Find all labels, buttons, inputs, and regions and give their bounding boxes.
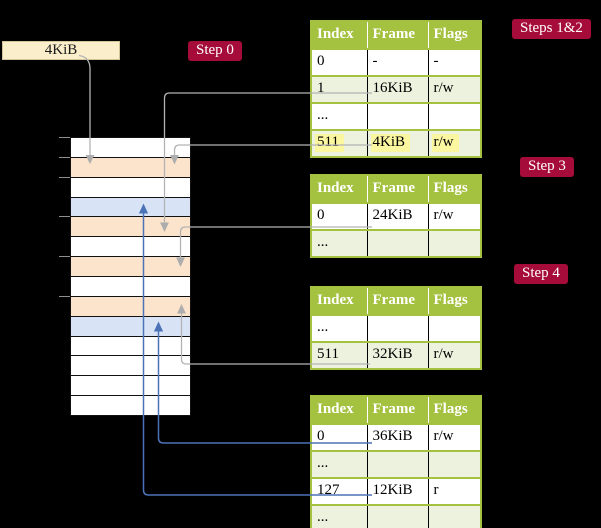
table-row: ... [311, 314, 481, 342]
column-header-index: Index [311, 287, 367, 315]
cell-frame [366, 450, 428, 478]
memory-frame-row [71, 197, 190, 218]
page-size-box: 4KiB [2, 41, 120, 60]
cell-flags: r [427, 477, 481, 505]
column-header-index: Index [311, 21, 367, 49]
memory-frame-row [71, 138, 190, 158]
page-table-step-3: Index Frame Flags 0 24KiB r/w ... [310, 174, 482, 258]
memory-frame-row [71, 296, 190, 317]
column-header-flags: Flags [427, 21, 481, 49]
cell-index: 1 [311, 75, 367, 103]
cell-frame: 16KiB [366, 75, 428, 103]
table-row: 0 24KiB r/w [311, 202, 481, 230]
step-0-badge: Step 0 [188, 41, 242, 61]
memory-frame-row [71, 336, 190, 357]
table-row: 1 16KiB r/w [311, 75, 481, 103]
table-row-highlighted: 511 4KiB r/w [311, 129, 481, 157]
column-header-flags: Flags [427, 396, 481, 424]
address-tick [59, 296, 70, 297]
steps-1-2-badge: Steps 1&2 [512, 19, 591, 39]
address-tick [59, 177, 70, 178]
cell-flags [427, 450, 481, 478]
cell-flags [427, 314, 481, 342]
memory-frame-row [71, 356, 190, 377]
cell-index: ... [311, 450, 367, 478]
memory-frame-row [71, 316, 190, 337]
address-tick [59, 216, 70, 217]
column-header-frame: Frame [366, 396, 428, 424]
cell-index: ... [311, 504, 367, 528]
cell-frame [366, 504, 428, 528]
column-header-flags: Flags [427, 175, 481, 203]
cell-index: ... [311, 102, 367, 130]
cell-frame [366, 102, 428, 130]
cell-index: ... [311, 229, 367, 257]
cell-frame: 24KiB [366, 202, 428, 230]
address-tick [59, 137, 70, 138]
cell-index: 511 [311, 129, 367, 157]
memory-frame-row [71, 157, 190, 178]
page-table-step-4: Index Frame Flags ... 511 32KiB r/w [310, 286, 482, 370]
table-header-row: Index Frame Flags [311, 175, 481, 203]
cell-flags: r/w [427, 129, 481, 157]
page-table-final-level: Index Frame Flags 0 36KiB r/w ... 127 12… [310, 395, 482, 528]
table-row: ... [311, 102, 481, 130]
table-row: ... [311, 450, 481, 478]
table-row: 127 12KiB r [311, 477, 481, 505]
memory-frame-row [71, 396, 190, 416]
step-4-badge: Step 4 [514, 264, 568, 284]
memory-frame-row [71, 217, 190, 238]
cell-frame: 4KiB [366, 129, 428, 157]
table-row: ... [311, 229, 481, 257]
page-table-steps-1-2: Index Frame Flags 0 - - 1 16KiB r/w ... [310, 20, 482, 158]
cell-frame [366, 314, 428, 342]
highlight: 511 [315, 133, 344, 152]
cell-flags [427, 229, 481, 257]
column-header-frame: Frame [366, 287, 428, 315]
cell-index: 0 [311, 423, 367, 451]
step-3-badge: Step 3 [520, 157, 574, 177]
table-row: 511 32KiB r/w [311, 341, 481, 369]
memory-frame-row [71, 177, 190, 198]
cell-index: ... [311, 314, 367, 342]
column-header-frame: Frame [366, 21, 428, 49]
cell-index: 0 [311, 202, 367, 230]
cell-frame: 36KiB [366, 423, 428, 451]
physical-memory-column [70, 137, 191, 416]
cell-index: 511 [311, 341, 367, 369]
memory-frame-row [71, 237, 190, 258]
table-header-row: Index Frame Flags [311, 396, 481, 424]
table-row: 0 36KiB r/w [311, 423, 481, 451]
column-header-flags: Flags [427, 287, 481, 315]
column-header-frame: Frame [366, 175, 428, 203]
cell-frame: - [366, 48, 428, 76]
cell-frame [366, 229, 428, 257]
cell-index: 127 [311, 477, 367, 505]
table-row: ... [311, 504, 481, 528]
cell-flags: r/w [427, 423, 481, 451]
highlight: 4KiB [370, 133, 411, 152]
cell-flags [427, 102, 481, 130]
memory-frame-row [71, 257, 190, 278]
cell-flags: r/w [427, 341, 481, 369]
column-header-index: Index [311, 396, 367, 424]
cell-index: 0 [311, 48, 367, 76]
cell-flags: r/w [427, 75, 481, 103]
cell-frame: 12KiB [366, 477, 428, 505]
table-header-row: Index Frame Flags [311, 287, 481, 315]
address-tick [59, 157, 70, 158]
table-header-row: Index Frame Flags [311, 21, 481, 49]
cell-flags: r/w [427, 202, 481, 230]
highlight: r/w [431, 133, 459, 152]
table-row: 0 - - [311, 48, 481, 76]
memory-frame-row [71, 277, 190, 297]
address-tick [59, 256, 70, 257]
memory-frame-row [71, 376, 190, 397]
cell-flags: - [427, 48, 481, 76]
cell-flags [427, 504, 481, 528]
column-header-index: Index [311, 175, 367, 203]
cell-frame: 32KiB [366, 341, 428, 369]
